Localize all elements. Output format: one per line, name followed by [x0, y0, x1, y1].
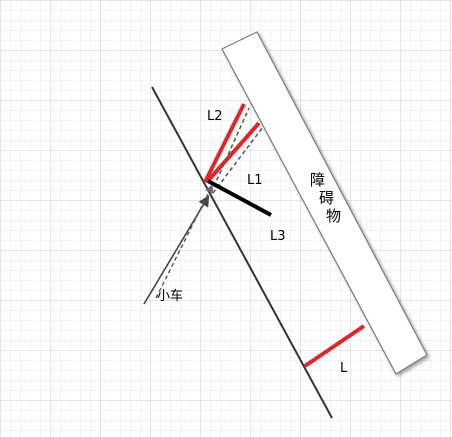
sensor-ray-dashed-1 [210, 107, 250, 194]
obstacle-char-3: 物 [326, 207, 341, 225]
distance-L3-line [207, 179, 272, 217]
label-L3: L3 [270, 229, 286, 244]
label-car: 小车 [157, 288, 183, 304]
obstacle-char-2: 碍 [319, 189, 334, 207]
label-L2: L2 [207, 109, 223, 124]
label-L1: L1 [247, 173, 263, 188]
obstacle-box [221, 31, 428, 375]
label-L: L [340, 361, 348, 376]
sensor-ray-red-2 [205, 121, 261, 184]
distance-L-line [303, 324, 366, 368]
obstacle-char-1: 障 [310, 171, 325, 189]
road-line [151, 86, 333, 419]
sensor-ray-red-1 [203, 103, 246, 183]
